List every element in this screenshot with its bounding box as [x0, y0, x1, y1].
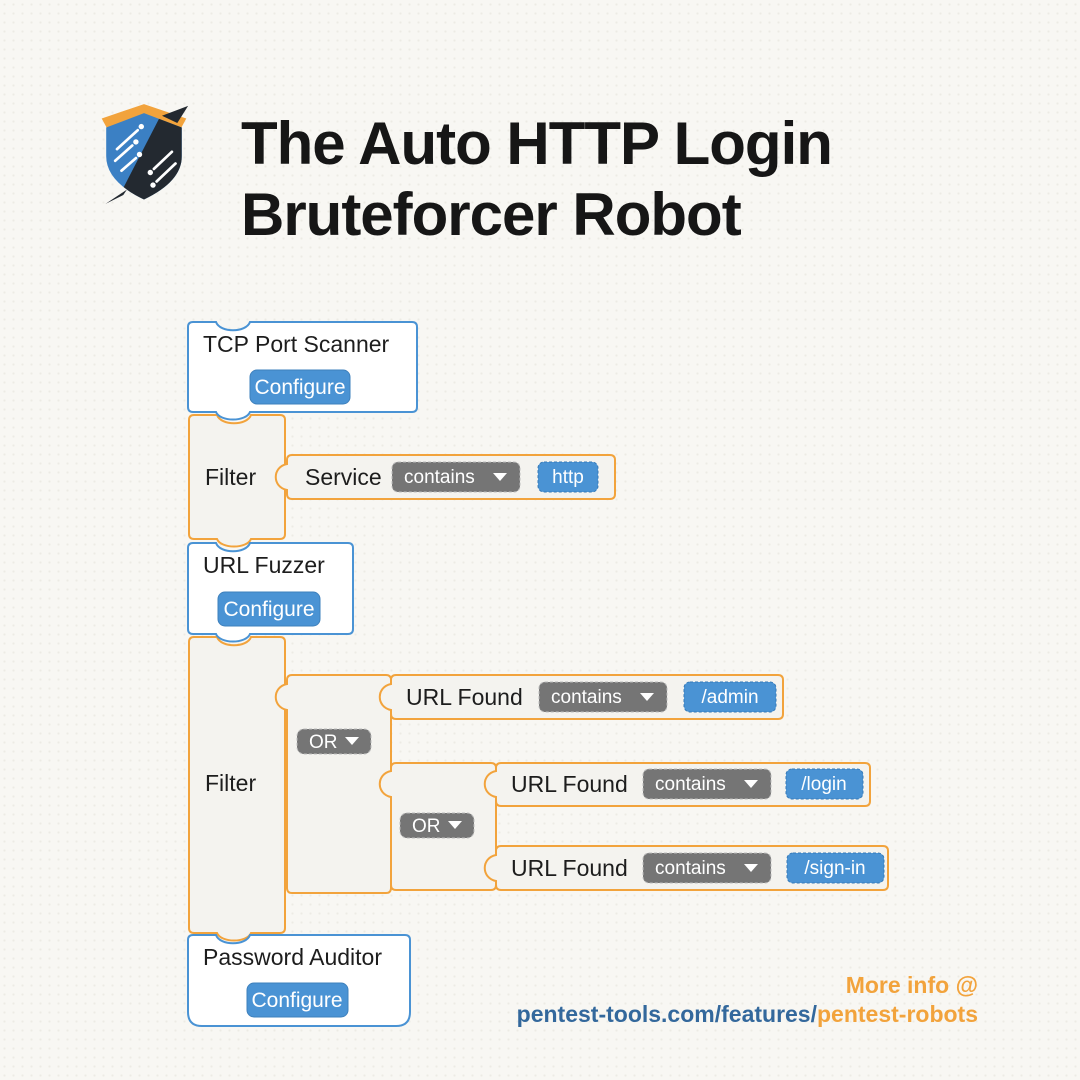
page-title-line1: The Auto HTTP Login: [241, 110, 833, 177]
svg-text:contains: contains: [655, 774, 726, 795]
pentest-tools-logo-icon: [101, 104, 189, 204]
footer-url: pentest-tools.com/features/pentest-robot…: [517, 1000, 978, 1029]
url-found-label-login: URL Found: [511, 771, 628, 797]
signin-value-field[interactable]: /sign-in: [786, 852, 885, 884]
page-title: The Auto HTTP Login Bruteforcer Robot: [241, 108, 833, 250]
dropdown-arrow-icon: [640, 693, 654, 701]
password-auditor-label: Password Auditor: [203, 944, 382, 970]
page-title-line2: Bruteforcer Robot: [241, 181, 742, 248]
url-fuzzer-configure-button[interactable]: Configure: [217, 591, 321, 627]
svg-text:OR: OR: [412, 816, 441, 837]
or-inner-dropdown[interactable]: OR: [399, 812, 475, 839]
login-value-field[interactable]: /login: [785, 768, 864, 800]
svg-text:OR: OR: [309, 732, 338, 753]
svg-text:/admin: /admin: [701, 687, 758, 708]
service-contains-dropdown[interactable]: contains: [391, 461, 521, 493]
logo-swoosh-top: [162, 105, 189, 123]
more-info-label: More info @: [845, 972, 978, 998]
url-found-label-admin: URL Found: [406, 684, 523, 710]
svg-text:Configure: Configure: [254, 376, 345, 399]
svg-text:/sign-in: /sign-in: [804, 858, 865, 879]
url-fuzzer-label: URL Fuzzer: [203, 552, 325, 578]
svg-text:contains: contains: [551, 687, 622, 708]
dropdown-arrow-icon: [493, 473, 507, 481]
footer: More info @ pentest-tools.com/features/p…: [517, 971, 978, 1029]
filter-url-label: Filter: [205, 770, 256, 796]
url-found-label-signin: URL Found: [511, 855, 628, 881]
login-contains-dropdown[interactable]: contains: [642, 768, 772, 800]
dropdown-arrow-icon: [744, 864, 758, 872]
service-field-label: Service: [305, 464, 382, 490]
logo-circuit-dots: [133, 123, 156, 188]
or-outer-block[interactable]: [274, 674, 392, 894]
logo-circuit-lines: [113, 128, 177, 183]
dropdown-arrow-icon: [345, 737, 359, 745]
tcp-configure-button[interactable]: Configure: [249, 369, 351, 405]
password-auditor-block[interactable]: [187, 934, 411, 1027]
filter-service-block[interactable]: [188, 414, 286, 548]
tcp-port-scanner-label: TCP Port Scanner: [203, 331, 390, 357]
svg-text:/login: /login: [801, 774, 846, 795]
password-auditor-configure-button[interactable]: Configure: [246, 982, 349, 1018]
signin-contains-dropdown[interactable]: contains: [642, 852, 772, 884]
admin-value-field[interactable]: /admin: [683, 681, 777, 713]
or-outer-dropdown[interactable]: OR: [296, 728, 372, 755]
footer-url-base: pentest-tools.com/features/: [516, 1001, 817, 1027]
footer-url-highlight: pentest-robots: [817, 1001, 978, 1027]
dropdown-arrow-icon: [448, 821, 462, 829]
svg-text:Configure: Configure: [223, 598, 314, 621]
admin-contains-dropdown[interactable]: contains: [538, 681, 668, 713]
svg-text:http: http: [552, 467, 584, 488]
svg-text:contains: contains: [655, 858, 726, 879]
dropdown-arrow-icon: [744, 780, 758, 788]
service-value-field[interactable]: http: [537, 461, 599, 493]
svg-text:contains: contains: [404, 467, 475, 488]
svg-text:Configure: Configure: [251, 989, 342, 1012]
filter-service-label: Filter: [205, 464, 256, 490]
filter-url-block[interactable]: [188, 636, 286, 942]
